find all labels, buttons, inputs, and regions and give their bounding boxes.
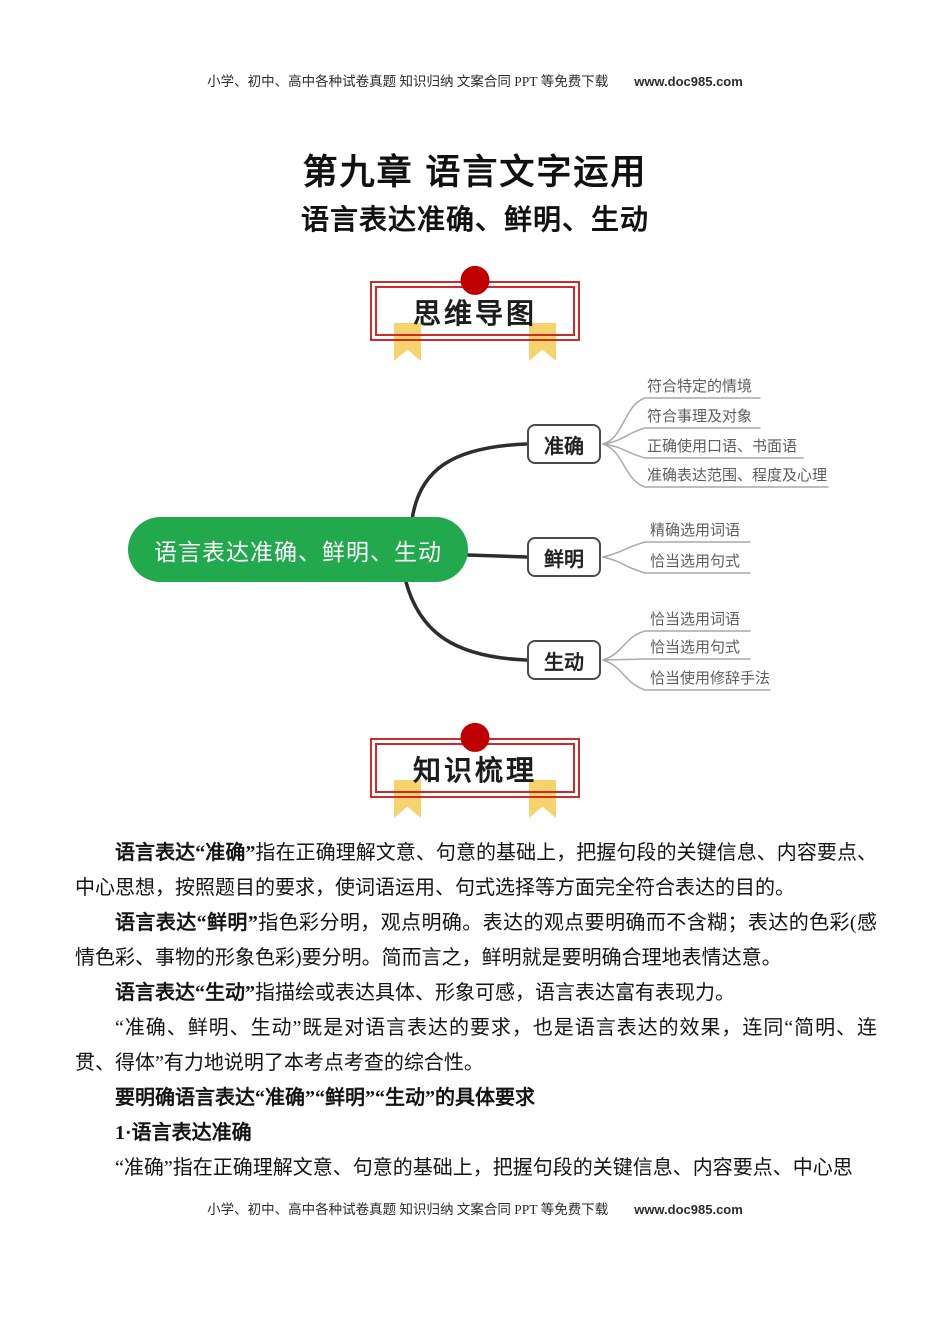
leaf-label: 恰当选用词语 xyxy=(650,611,741,628)
leaf-label: 恰当选用句式 xyxy=(650,639,741,656)
knowledge-banner-title: 知识梳理 xyxy=(412,755,537,786)
curve-to-vivid xyxy=(404,580,528,662)
branch-node-distinct: 鲜明 xyxy=(527,537,601,577)
page-header: 小学、初中、高中各种试卷真题 知识归纳 文案合同 PPT 等免费下载 www.d… xyxy=(0,70,950,90)
leaf-label: 准确表达范围、程度及心理 xyxy=(647,467,828,484)
header-url: www.doc985.com xyxy=(634,74,743,89)
paragraph-text: “准确”指在正确理解文意、句意的基础上，把握句段的关键信息、内容要点、中心思 xyxy=(115,1157,853,1179)
paragraph-lead: 语言表达“生动” xyxy=(115,982,255,1004)
footer-url: www.doc985.com xyxy=(634,1202,743,1217)
mindmap-banner: 思维导图 xyxy=(370,265,580,361)
leaf-label: 符合特定的情境 xyxy=(647,378,753,395)
doc-title: 第九章 语言文字运用 xyxy=(302,153,648,192)
red-dot-icon xyxy=(460,265,490,295)
paragraph: 语言表达“准确”指在正确理解文意、句意的基础上，把握句段的关键信息、内容要点、中… xyxy=(75,836,877,906)
branch-node-accurate: 准确 xyxy=(527,424,601,464)
leaf-label: 恰当使用修辞手法 xyxy=(650,670,771,687)
curve-to-accurate xyxy=(410,442,528,522)
leaf-label: 精确选用词语 xyxy=(650,522,741,539)
paragraph-text: 指色彩分明，观点明确。表达的观点要明确而不含糊；表达的色彩(感情色彩、事物的形象… xyxy=(75,912,877,969)
leaf-label: 恰当选用句式 xyxy=(650,553,741,570)
mindmap-banner-title: 思维导图 xyxy=(412,298,537,329)
body-content: 语言表达“准确”指在正确理解文意、句意的基础上，把握句段的关键信息、内容要点、中… xyxy=(75,836,877,1186)
leaf-lines xyxy=(602,397,829,691)
paragraph-text: 指在正确理解文意、句意的基础上，把握句段的关键信息、内容要点、中心思想，按照题目… xyxy=(75,842,878,899)
leaf-label: 正确使用口语、书面语 xyxy=(647,438,798,455)
red-dot-icon xyxy=(460,722,490,752)
paragraph-lead: 语言表达“准确” xyxy=(115,842,256,864)
section-heading: 要明确语言表达“准确”“鲜明”“生动”的具体要求 xyxy=(115,1087,535,1109)
branch-node-vivid: 生动 xyxy=(527,640,601,680)
paragraph: 语言表达“生动”指描绘或表达具体、形象可感，语言表达富有表现力。 xyxy=(75,976,877,1011)
curve-to-distinct xyxy=(466,553,528,559)
mindmap-connectors xyxy=(404,397,829,691)
paragraph-text: 指描绘或表达具体、形象可感，语言表达富有表现力。 xyxy=(255,982,735,1004)
paragraph-text: “准确、鲜明、生动”既是对语言表达的要求，也是语言表达的效果，连同“简明、连贯、… xyxy=(75,1017,877,1074)
knowledge-banner: 知识梳理 xyxy=(370,722,580,818)
mindmap-center-node: 语言表达准确、鲜明、生动 xyxy=(128,517,468,582)
page-footer: 小学、初中、高中各种试卷真题 知识归纳 文案合同 PPT 等免费下载 www.d… xyxy=(0,1198,950,1218)
header-text: 小学、初中、高中各种试卷真题 知识归纳 文案合同 PPT 等免费下载 xyxy=(207,74,609,89)
section-heading: 1·语言表达准确 xyxy=(115,1122,252,1144)
paragraph: “准确、鲜明、生动”既是对语言表达的要求，也是语言表达的效果，连同“简明、连贯、… xyxy=(75,1011,877,1081)
paragraph: 语言表达“鲜明”指色彩分明，观点明确。表达的观点要明确而不含糊；表达的色彩(感情… xyxy=(75,906,877,976)
paragraph-lead: 语言表达“鲜明” xyxy=(115,912,258,934)
footer-text: 小学、初中、高中各种试卷真题 知识归纳 文案合同 PPT 等免费下载 xyxy=(207,1202,609,1217)
leaf-label: 符合事理及对象 xyxy=(647,408,753,425)
doc-subtitle: 语言表达准确、鲜明、生动 xyxy=(300,204,649,235)
paragraph: “准确”指在正确理解文意、句意的基础上，把握句段的关键信息、内容要点、中心思 xyxy=(75,1151,877,1186)
mindmap-diagram: 语言表达准确、鲜明、生动 准确 鲜明 生动 符合特定的情境 符合事理及对象 正确… xyxy=(0,370,950,715)
branch-curves xyxy=(404,442,528,662)
